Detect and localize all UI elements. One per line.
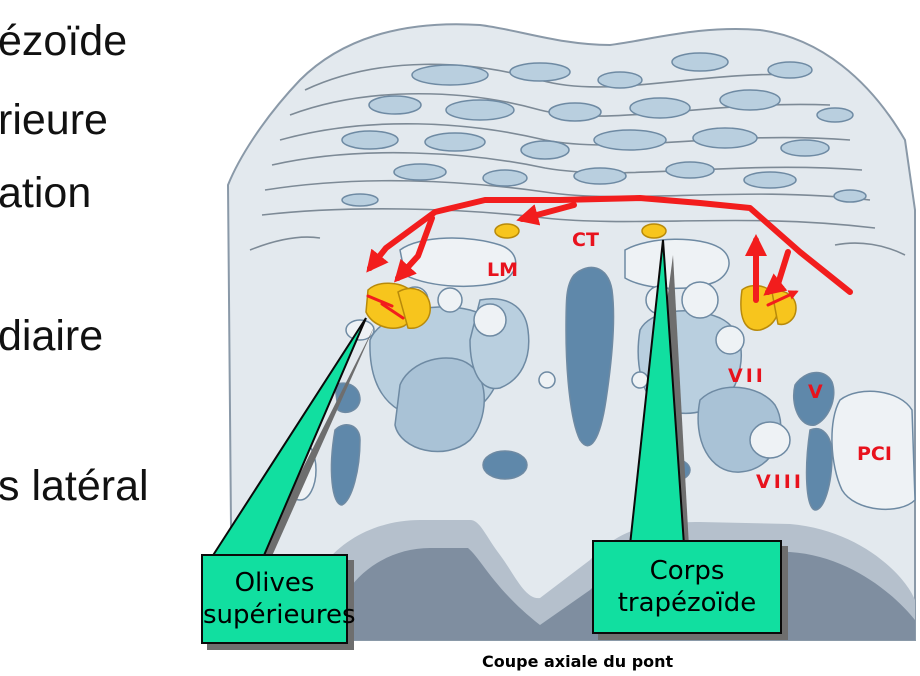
callout-corps-trapezoide: Corps trapézoïde <box>592 540 782 634</box>
diagram-caption: Coupe axiale du pont <box>482 652 673 671</box>
label-lm: LM <box>487 259 518 281</box>
callout-olives-line-1: Olives <box>203 567 346 600</box>
callout-olives-superieures: Olives supérieures <box>201 554 348 644</box>
label-viii: VIII <box>756 471 804 493</box>
label-v: V <box>808 381 823 403</box>
label-vii: VII <box>728 365 766 387</box>
label-pci: PCI <box>857 443 892 465</box>
callout-corps-line-1: Corps <box>594 555 780 588</box>
callout-corps-line-2: trapézoïde <box>594 587 780 620</box>
callout-olives-line-2: supérieures <box>203 599 346 632</box>
label-ct: CT <box>572 229 599 251</box>
